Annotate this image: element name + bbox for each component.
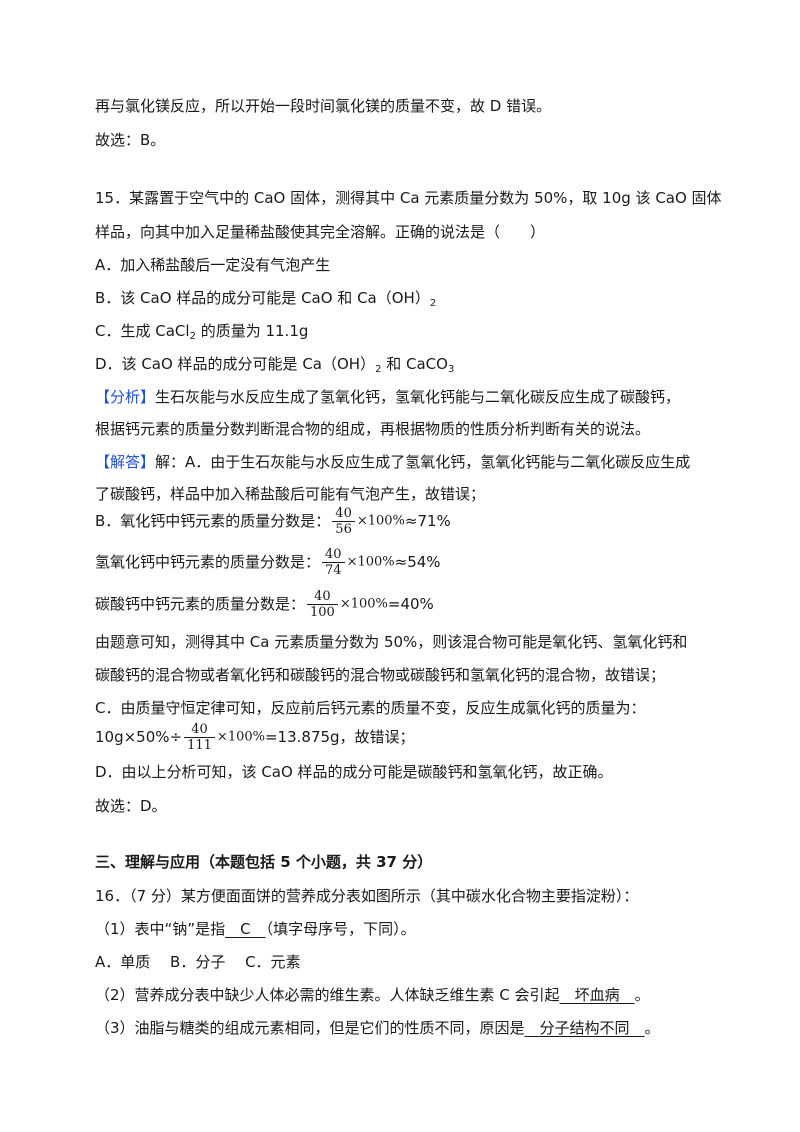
q16-part1-options: A．单质 B．分子 C．元素 [95, 953, 301, 971]
q15-b-conclusion-line1: 由题意可知，测得其中 Ca 元素质量分数为 50%，则该混合物可能是氧化钙、氢氧… [95, 633, 688, 651]
q16-stem: 16．（7 分）某方便面面饼的营养成分表如图所示（其中碳水化合物主要指淀粉）： [95, 887, 639, 905]
prev-answer: 故选：B。 [95, 131, 166, 149]
answer-blank-2: 坏血病 [559, 986, 635, 1004]
q16-part2: （2）营养成分表中缺少人体必需的维生素。人体缺乏维生素 C 会引起 坏血病 。 [95, 986, 650, 1004]
section-heading: 三、理解与应用（本题包括 5 个小题，共 37 分） [95, 853, 433, 871]
prev-solution-line: 再与氯化镁反应，所以开始一段时间氯化镁的质量不变，故 D 错误。 [95, 97, 552, 115]
q16-part1: （1）表中“钠”是指 C （填字母序号，下同）。 [95, 920, 416, 938]
q15-option-a: A．加入稀盐酸后一定没有气泡产生 [95, 256, 331, 274]
q15-stem-line1: 15．某露置于空气中的 CaO 固体，测得其中 Ca 元素质量分数为 50%，取… [95, 189, 722, 207]
solution-tag: 【解答】 [95, 453, 156, 471]
answer-blank-1: C [225, 920, 266, 938]
q16-part3: （3）油脂与糖类的组成元素相同，但是它们的性质不同，原因是 分子结构不同 。 [95, 1019, 660, 1037]
q15-analysis-line1: 【分析】生石灰能与水反应生成了氢氧化钙，氢氧化钙能与二氧化碳反应生成了碳酸钙， [95, 388, 681, 406]
q15-option-d: D．该 CaO 样品的成分可能是 Ca（OH）2 和 CaCO3 [95, 355, 455, 375]
q15-c-line1: C．由质量守恒定律可知，反应前后钙元素的质量不变，反应生成氯化钙的质量为： [95, 699, 646, 717]
q15-b-conclusion-line2: 碳酸钙的混合物或者氧化钙和碳酸钙的混合物或碳酸钙和氢氧化钙的混合物，故错误； [95, 666, 666, 684]
q15-d-line: D．由以上分析可知，该 CaO 样品的成分可能是碳酸钙和氢氧化钙，故正确。 [95, 763, 613, 781]
q15-option-c: C．生成 CaCl2 的质量为 11.1g [95, 322, 309, 342]
q15-answer: 故选：D。 [95, 797, 167, 815]
q15-solution-line1: 【解答】解：A．由于生石灰能与水反应生成了氢氧化钙，氢氧化钙能与二氧化碳反应生成 [95, 453, 691, 471]
q15-option-b: B．该 CaO 样品的成分可能是 CaO 和 Ca（OH）2 [95, 289, 437, 309]
analysis-tag: 【分析】 [95, 388, 156, 406]
q15-analysis-line2: 根据钙元素的质量分数判断混合物的组成，再根据物质的性质分析判断有关的说法。 [95, 420, 651, 438]
q15-solution-line2: 了碳酸钙，样品中加入稀盐酸后可能有气泡产生，故错误； [95, 485, 486, 503]
q15-stem-line2: 样品，向其中加入足量稀盐酸使其完全溶解。正确的说法是（ ） [95, 223, 546, 241]
answer-blank-3: 分子结构不同 [524, 1019, 645, 1037]
